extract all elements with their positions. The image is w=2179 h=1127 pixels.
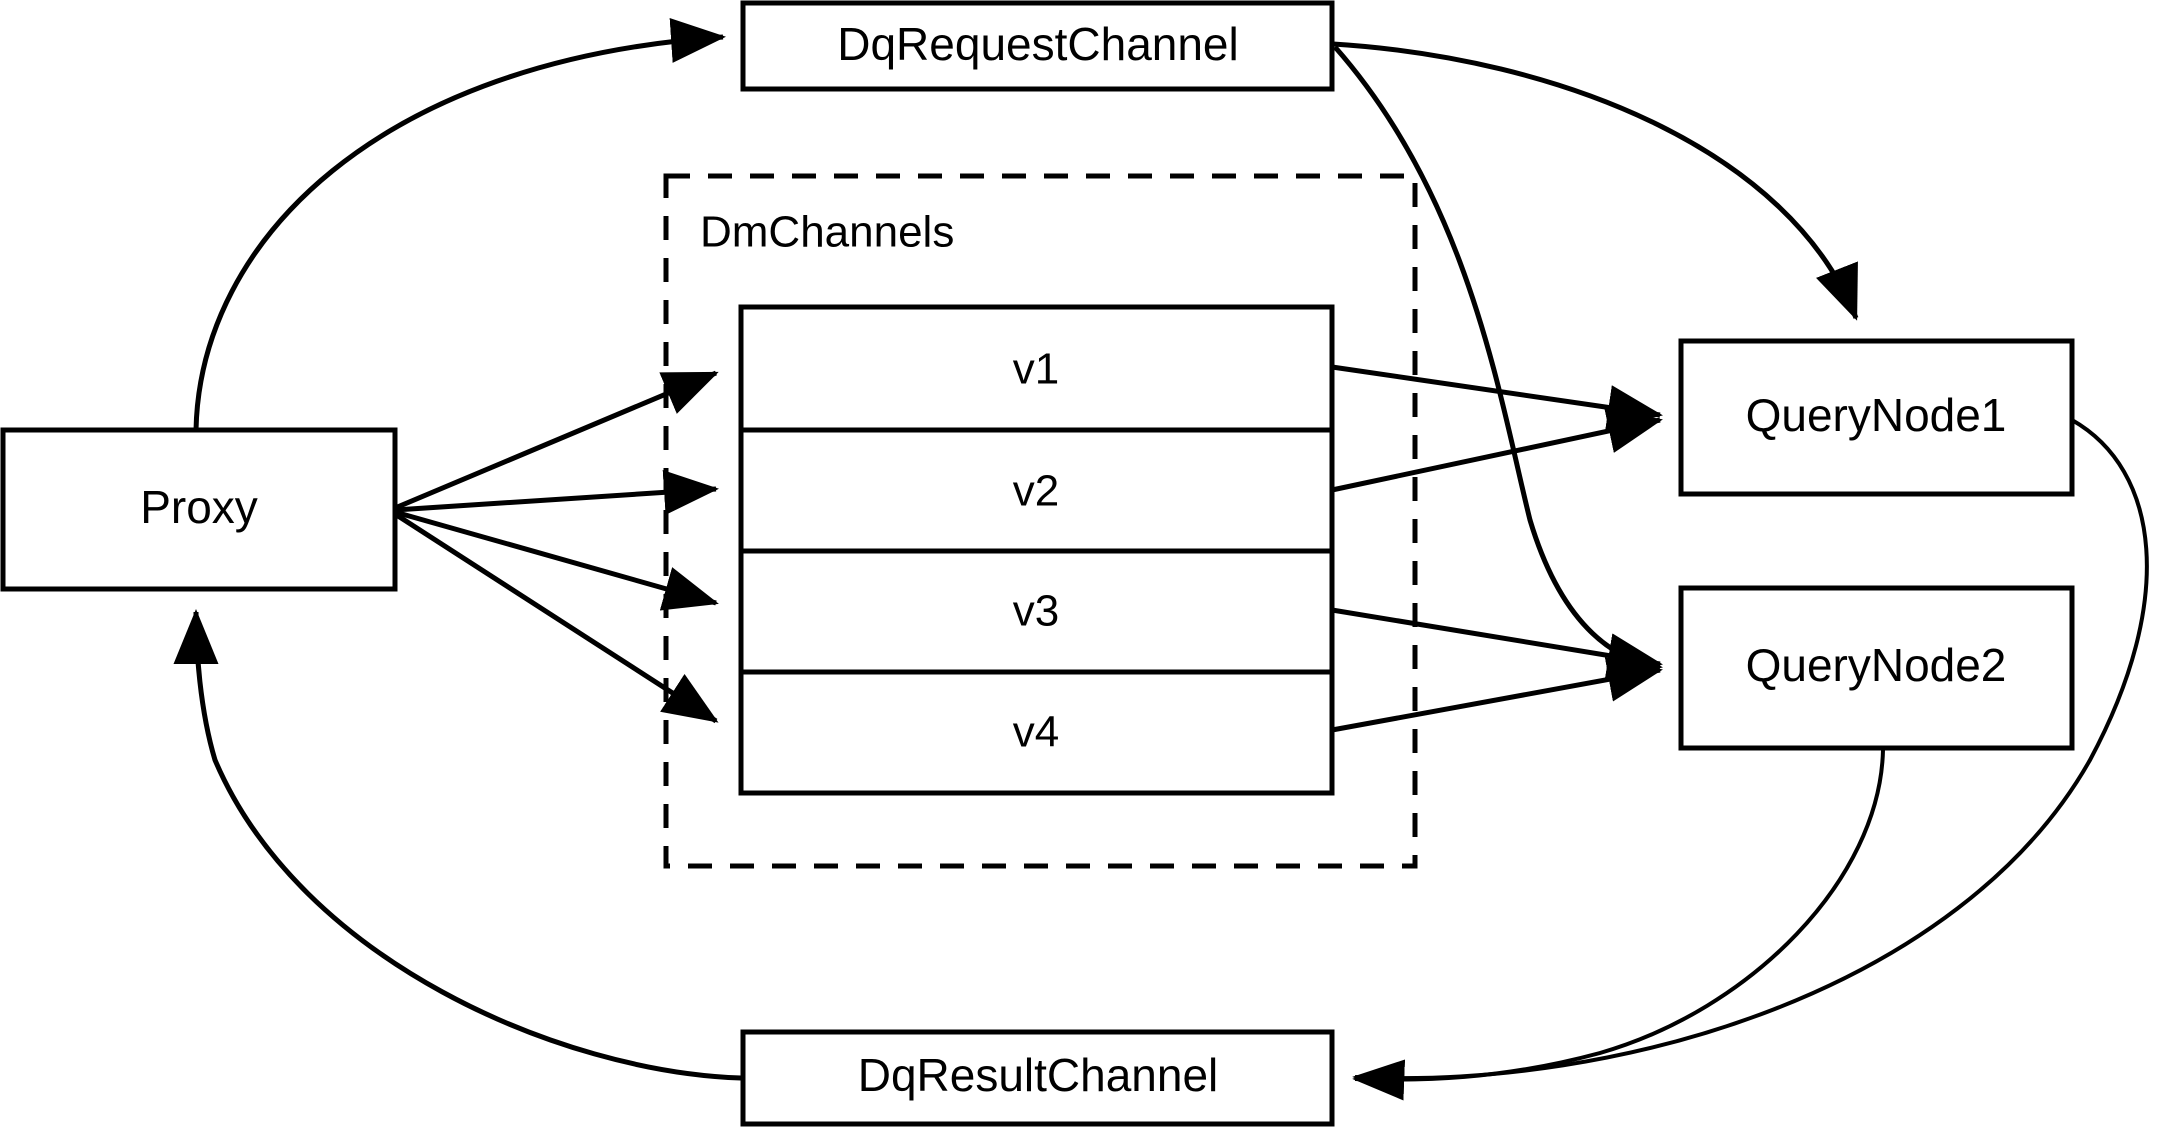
edge-dqresultchannel-to-proxy	[173, 608, 742, 1081]
edge-proxy-to-dqrequestchannel	[193, 18, 726, 431]
edge-proxy-to-v1	[394, 370, 719, 511]
edge-proxy-to-v2	[394, 469, 719, 515]
node-querynode1-label: QueryNode1	[1746, 389, 2007, 441]
edge-proxy-to-v3	[394, 509, 719, 611]
edge-v2-to-querynode1	[1331, 408, 1663, 493]
dmchannel-row-v1[interactable]: v1	[1013, 345, 1059, 394]
edge-proxy-to-v4	[393, 511, 719, 724]
edge-dqrequestchannel-to-querynode1	[1332, 41, 1859, 321]
dmchannel-row-v2[interactable]: v2	[1013, 467, 1059, 516]
dmchannel-row-v3[interactable]: v3	[1013, 587, 1059, 636]
node-proxy-label: Proxy	[140, 481, 258, 533]
node-dqrequestchannel-box[interactable]	[740, 0, 1335, 92]
node-querynode2-box[interactable]	[1678, 585, 2075, 751]
node-dqresultchannel-box[interactable]	[740, 1029, 1335, 1127]
dmchannel-row-v4[interactable]: v4	[1013, 708, 1059, 757]
edge-querynode1-to-dqresultchannel	[1352, 418, 2149, 1100]
edge-dqrequestchannel-to-querynode2	[1333, 45, 1663, 683]
node-dqresultchannel-label: DqResultChannel	[858, 1049, 1219, 1101]
edge-v1-to-querynode1	[1331, 364, 1663, 430]
edge-v3-to-querynode2	[1331, 607, 1663, 678]
edge-querynode2-to-dqresultchannel	[1352, 749, 1885, 1101]
node-querynode1-box[interactable]	[1678, 338, 2075, 497]
node-proxy-box[interactable]	[0, 427, 398, 592]
node-dqrequestchannel-label: DqRequestChannel	[837, 18, 1239, 70]
edge-v4-to-querynode2	[1331, 657, 1663, 733]
dmchannels-group-label: DmChannels	[700, 208, 954, 257]
dmchannels-group-box	[663, 173, 1418, 869]
node-querynode2-label: QueryNode2	[1746, 639, 2007, 691]
